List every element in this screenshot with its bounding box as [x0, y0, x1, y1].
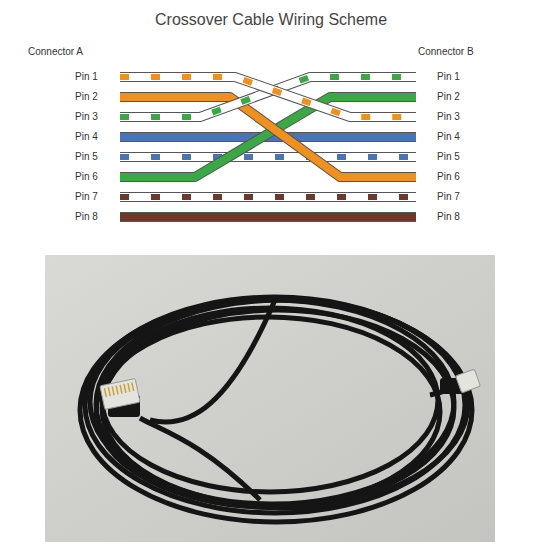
- pin-label: Pin 6: [75, 171, 98, 183]
- pin-label: Pin 7: [437, 191, 460, 203]
- pin-label: Pin 1: [75, 71, 98, 83]
- rj45-plug: [440, 369, 480, 394]
- wire: [120, 197, 416, 198]
- pin-label: Pin 2: [75, 91, 98, 103]
- photo-ground: [45, 255, 495, 542]
- wire: [120, 157, 416, 158]
- rj45-plug: [100, 379, 140, 417]
- wire: [120, 77, 416, 117]
- pin-label: Pin 6: [437, 171, 460, 183]
- cable-coil: [80, 297, 472, 522]
- connector-label: Connector A: [28, 46, 83, 58]
- pin-label: Pin 7: [75, 191, 98, 203]
- wire: [120, 77, 416, 117]
- pin-label: Pin 5: [437, 151, 460, 163]
- pin-label: Pin 4: [437, 131, 460, 143]
- wire: [120, 217, 416, 218]
- pin-label: Pin 8: [437, 211, 460, 223]
- pin-label: Pin 8: [75, 211, 98, 223]
- pin-label: Pin 1: [437, 71, 460, 83]
- connector-label: Connector B: [418, 46, 474, 58]
- pin-label: Pin 5: [75, 151, 98, 163]
- pin-label: Pin 3: [75, 111, 98, 123]
- diagram-title: Crossover Cable Wiring Scheme: [155, 10, 387, 30]
- wire: [120, 97, 416, 177]
- pin-label: Pin 3: [437, 111, 460, 123]
- pin-label: Pin 2: [437, 91, 460, 103]
- pin-label: Pin 4: [75, 131, 98, 143]
- wire: [120, 97, 416, 177]
